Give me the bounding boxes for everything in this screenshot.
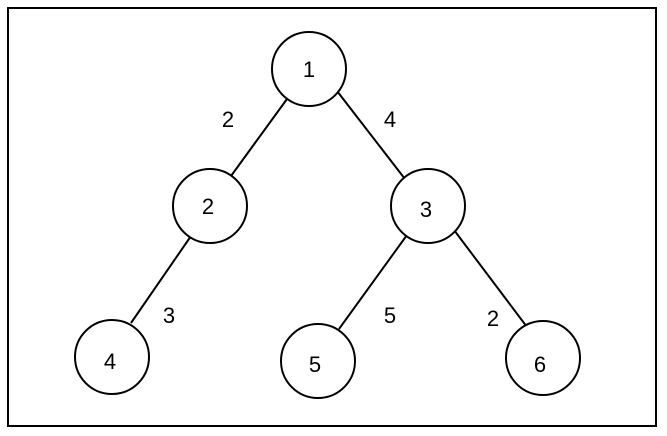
- node-label: 3: [420, 197, 432, 222]
- edge-2-4: [130, 235, 192, 324]
- edge-weight-3-5: 5: [384, 303, 396, 328]
- edge-1-3: [336, 90, 406, 180]
- tree-node-5: 5: [280, 323, 356, 399]
- node-label: 4: [104, 349, 116, 374]
- tree-node-6: 6: [505, 320, 581, 396]
- node-label: 1: [303, 57, 315, 82]
- edge-weight-1-2: 2: [222, 107, 234, 132]
- node-label: 6: [534, 352, 546, 377]
- edge-3-6: [453, 229, 528, 328]
- edge-weight-2-4: 3: [163, 303, 175, 328]
- edge-weight-3-6: 2: [487, 306, 499, 331]
- edge-weight-1-3: 4: [384, 107, 396, 132]
- edge-3-5: [338, 234, 408, 330]
- tree-node-3: 3: [390, 168, 466, 244]
- tree-node-1: 1: [271, 31, 347, 107]
- tree-node-4: 4: [74, 319, 150, 395]
- tree-node-2: 2: [172, 168, 248, 244]
- node-label: 5: [309, 352, 321, 377]
- node-label: 2: [202, 194, 214, 219]
- edge-1-2: [230, 98, 288, 177]
